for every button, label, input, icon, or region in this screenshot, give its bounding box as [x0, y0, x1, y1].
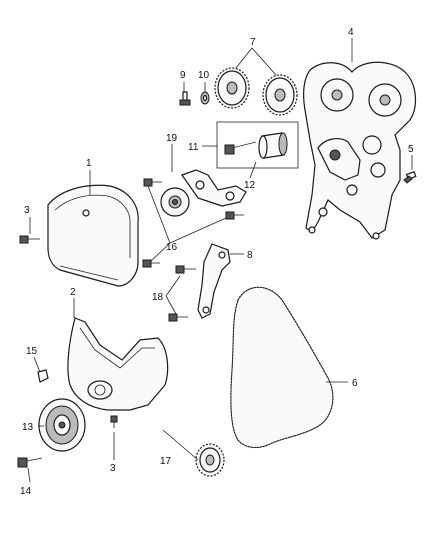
bolt-16c	[142, 259, 160, 268]
bolt-3b	[110, 415, 118, 428]
callout-8: 8	[247, 250, 253, 261]
bolt-5	[403, 170, 417, 184]
bolt-18b	[168, 313, 188, 322]
callout-19: 19	[166, 133, 178, 144]
crankshaft-sprocket	[195, 443, 225, 477]
callout-12: 12	[244, 180, 256, 191]
upper-timing-cover	[47, 184, 139, 287]
callout-10: 10	[198, 70, 210, 81]
camshaft-sprocket-left	[214, 67, 250, 109]
callout-5: 5	[408, 144, 414, 155]
callout-15: 15	[26, 346, 38, 357]
callout-2: 2	[70, 287, 76, 298]
callout-18: 18	[152, 292, 164, 303]
callout-3-lower: 3	[110, 463, 116, 474]
camshaft-sprocket-right	[262, 74, 298, 116]
idler-kit-box	[216, 121, 299, 169]
callout-17: 17	[160, 456, 172, 467]
callout-6: 6	[352, 378, 358, 389]
callout-7: 7	[250, 37, 256, 48]
bolt-16a	[143, 178, 162, 187]
lower-timing-cover	[67, 317, 169, 411]
callout-16: 16	[166, 242, 178, 253]
crankshaft-pulley	[38, 398, 86, 452]
callout-4: 4	[348, 27, 354, 38]
callout-11: 11	[188, 142, 199, 153]
callout-9: 9	[180, 70, 186, 81]
idler-pulley-12	[258, 132, 288, 159]
tensioner-assembly	[160, 169, 247, 217]
bolt-9	[179, 91, 191, 106]
washer-10	[200, 91, 210, 105]
callouts: 1 2 3 3 4 5 6 7 8 9 10 11 12 13 14 15 16…	[20, 27, 414, 497]
leader-lines	[27, 38, 413, 483]
rear-timing-cover	[303, 61, 416, 240]
key-15	[37, 369, 49, 383]
callout-13: 13	[22, 422, 34, 433]
bracket-8	[197, 243, 231, 319]
callout-1: 1	[86, 158, 92, 169]
bolt-16b	[225, 211, 244, 220]
bolt-3a	[19, 235, 40, 244]
idler-bolt-11	[224, 141, 257, 155]
callout-14: 14	[20, 486, 32, 497]
callout-3-upper: 3	[24, 205, 30, 216]
timing-belt	[230, 286, 334, 449]
bolt-18a	[175, 265, 196, 274]
crank-bolt-14	[17, 457, 43, 468]
